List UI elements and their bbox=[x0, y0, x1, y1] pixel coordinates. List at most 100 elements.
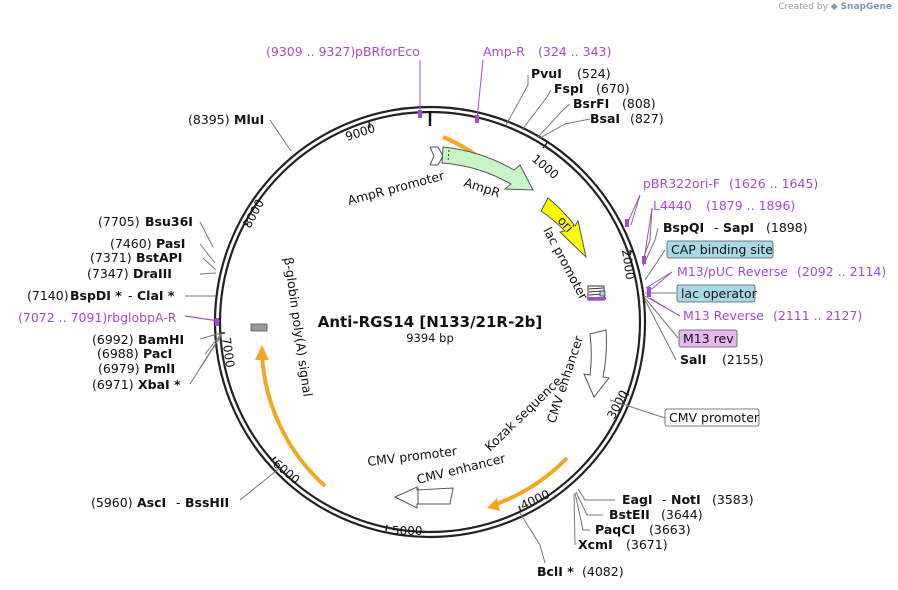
label-eagi[interactable]: EagI - NotI (3583) bbox=[622, 492, 754, 507]
label-bcli[interactable]: BclI * (4082) bbox=[537, 564, 624, 579]
bsteii-pos: (3644) bbox=[661, 507, 703, 522]
bsshii-name: BssHII bbox=[185, 495, 229, 510]
asci-name: AscI bbox=[137, 495, 166, 510]
m13puc-name: M13/pUC Reverse bbox=[677, 264, 788, 279]
label-cap-binding-site[interactable]: CAP binding site bbox=[666, 240, 774, 259]
pvui-pos: (524) bbox=[577, 66, 611, 81]
draiii-pos: (7347) bbox=[87, 266, 129, 281]
rbglobpa-pos: (7072 .. 7091) bbox=[18, 310, 107, 325]
mlui-pos: (8395) bbox=[188, 112, 230, 127]
label-ampr-primer[interactable]: Amp-R (324 .. 343) bbox=[483, 44, 611, 59]
paci-name: PacI bbox=[143, 346, 172, 361]
label-bstapi[interactable]: (7371) BstAPI bbox=[90, 250, 182, 265]
mlui-name: MluI bbox=[234, 112, 264, 127]
tick-9000: 9000 bbox=[344, 121, 377, 144]
m13rev-primer-name: M13 Reverse bbox=[683, 308, 764, 323]
bglobin-label: β-globin poly(A) signal bbox=[281, 256, 315, 397]
label-m13puc[interactable]: M13/pUC Reverse (2092 .. 2114) bbox=[677, 264, 886, 279]
label-mlui[interactable]: (8395) MluI bbox=[188, 112, 264, 127]
label-asci[interactable]: (5960) AscI - BssHII bbox=[91, 495, 229, 510]
bsai-pos: (827) bbox=[630, 111, 664, 126]
cmv-enhancer-2-arrow bbox=[393, 486, 454, 509]
ampr-promoter-arrow bbox=[429, 146, 444, 166]
tick-3000: 3000 bbox=[604, 388, 631, 422]
draiii-name: DraIII bbox=[133, 266, 172, 281]
pasi-pos: (7460) bbox=[110, 236, 152, 251]
asci-pos: (5960) bbox=[91, 495, 133, 510]
ampr-promoter-label: AmpR promoter bbox=[346, 167, 447, 207]
eagi-pos: (3583) bbox=[712, 492, 754, 507]
l4440-name: L4440 bbox=[653, 198, 692, 213]
label-bsrfi[interactable]: BsrFI (808) bbox=[573, 96, 656, 111]
plasmid-name: Anti-RGS14 [N133/21R-2b] bbox=[318, 313, 542, 331]
lac-promoter-cluster bbox=[587, 285, 606, 301]
label-sali[interactable]: SalI (2155) bbox=[680, 352, 764, 367]
label-cmv-promoter[interactable]: CMV promoter bbox=[664, 408, 760, 427]
bglobin-feature-box bbox=[250, 323, 268, 332]
label-bsai[interactable]: BsaI (827) bbox=[590, 111, 664, 126]
bspqi-dash: - bbox=[714, 220, 719, 235]
orf-orange-arc-bottom bbox=[493, 456, 569, 507]
eagi-name: EagI bbox=[622, 492, 653, 507]
label-pmli[interactable]: (6979) PmlI bbox=[98, 361, 175, 376]
tick-5000: 5000 bbox=[392, 524, 423, 538]
bstapi-pos: (7371) bbox=[90, 250, 132, 265]
bglobin-orf-arrow bbox=[255, 345, 269, 360]
label-rbglobpa[interactable]: (7072 .. 7091) rbglobpA-R bbox=[18, 310, 177, 325]
label-bsteii[interactable]: BstEII (3644) bbox=[609, 507, 703, 522]
label-xbai[interactable]: (6971) XbaI * bbox=[92, 377, 181, 392]
m13puc-pos: (2092 .. 2114) bbox=[797, 264, 886, 279]
tick-7000: 7000 bbox=[219, 336, 237, 368]
rbglobpa-name: rbglobpA-R bbox=[107, 310, 177, 325]
bsu36i-name: Bsu36I bbox=[145, 214, 193, 229]
label-pvui[interactable]: PvuI (524) bbox=[531, 66, 611, 81]
fspi-pos: (670) bbox=[596, 81, 630, 96]
label-draiii[interactable]: (7347) DraIII bbox=[87, 266, 172, 281]
leader-lines bbox=[184, 75, 681, 564]
bspqi-pos: (1898) bbox=[766, 220, 808, 235]
pasi-name: PasI bbox=[156, 236, 185, 251]
orf-orange-arrow-bottom bbox=[487, 498, 500, 511]
clai-name: ClaI * bbox=[137, 288, 175, 303]
label-pasi[interactable]: (7460) PasI bbox=[110, 236, 185, 251]
fspi-name: FspI bbox=[554, 81, 584, 96]
paqci-pos: (3663) bbox=[649, 522, 691, 537]
bspqi-name: BspQI bbox=[663, 220, 704, 235]
l4440-pos: (1879 .. 1896) bbox=[706, 198, 795, 213]
label-paci[interactable]: (6988) PacI bbox=[97, 346, 172, 361]
lacop-name: lac operator bbox=[681, 286, 758, 301]
label-pbr322ori[interactable]: pBR322ori-F (1626 .. 1645) bbox=[643, 176, 818, 191]
label-fspi[interactable]: FspI (670) bbox=[554, 81, 630, 96]
bspdi-name: BspDI * bbox=[70, 288, 122, 303]
sali-name: SalI bbox=[680, 352, 706, 367]
label-paqci[interactable]: PaqCI (3663) bbox=[595, 522, 691, 537]
ampr-primer-pos: (324 .. 343) bbox=[538, 44, 611, 59]
pbrforeco-name: pBRforEco bbox=[355, 44, 420, 59]
cmv-enhancer-1-arrow bbox=[583, 329, 610, 398]
label-m13-rev[interactable]: M13 rev bbox=[678, 329, 738, 348]
pmli-pos: (6979) bbox=[98, 361, 140, 376]
pbr322-pos: (1626 .. 1645) bbox=[729, 176, 818, 191]
bsai-name: BsaI bbox=[590, 111, 620, 126]
tick-2000: 2000 bbox=[619, 248, 637, 280]
label-lac-operator[interactable]: lac operator bbox=[676, 284, 758, 303]
pvui-name: PvuI bbox=[531, 66, 562, 81]
label-bsu36i[interactable]: (7705) Bsu36I bbox=[98, 214, 193, 229]
eagi-dash: - bbox=[662, 492, 667, 507]
label-l4440[interactable]: L4440 (1879 .. 1896) bbox=[653, 198, 795, 213]
label-xcmi[interactable]: XcmI (3671) bbox=[578, 537, 668, 552]
m13rev-feat-name: M13 rev bbox=[683, 331, 734, 346]
label-bspqi[interactable]: BspQI - SapI (1898) bbox=[663, 220, 808, 235]
label-m13-reverse[interactable]: M13 Reverse (2111 .. 2127) bbox=[683, 308, 862, 323]
label-bspdi[interactable]: (7140) BspDI * - ClaI * bbox=[27, 288, 175, 303]
credit-prefix: Created by bbox=[778, 2, 828, 12]
ampr-primer-name: Amp-R bbox=[483, 44, 525, 59]
xcmi-pos: (3671) bbox=[626, 537, 668, 552]
label-bamhi[interactable]: (6992) BamHI bbox=[92, 332, 184, 347]
label-pbrforeco[interactable]: (9309 .. 9327) pBRforEco bbox=[266, 44, 420, 59]
bcli-name: BclI * bbox=[537, 564, 574, 579]
bstapi-name: BstAPI bbox=[136, 250, 182, 265]
snapgene-logo-icon: ◆ bbox=[830, 2, 838, 12]
paci-pos: (6988) bbox=[97, 346, 139, 361]
